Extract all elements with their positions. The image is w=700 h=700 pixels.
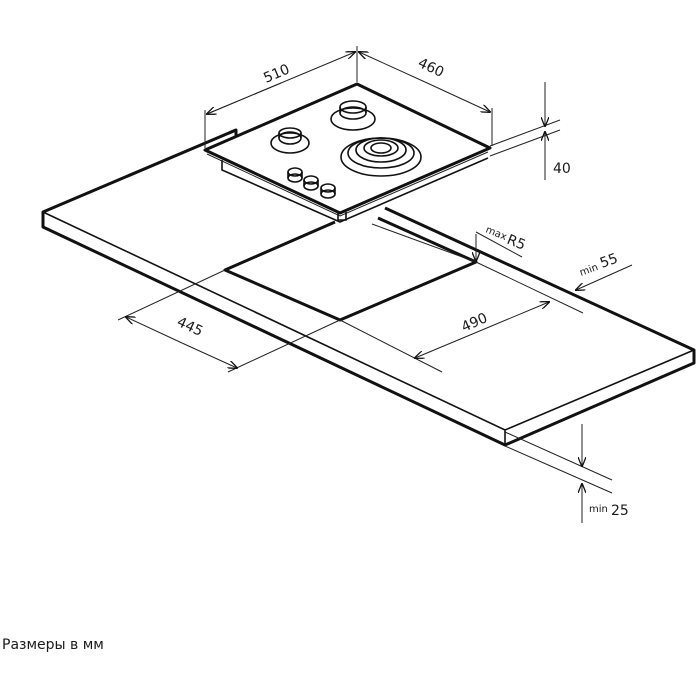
burner-wok bbox=[340, 137, 422, 177]
label-460: 460 bbox=[415, 55, 446, 81]
dimension-hob-depth: 460 bbox=[359, 52, 493, 146]
label-55: 55 bbox=[598, 251, 620, 272]
burner-small bbox=[270, 127, 310, 154]
label-510: 510 bbox=[261, 62, 292, 87]
dimension-hob-height: 40 bbox=[489, 82, 571, 180]
gas-hob bbox=[203, 82, 492, 223]
label-max: max bbox=[484, 225, 508, 243]
dimension-edge-distance: min 55 bbox=[576, 251, 633, 290]
countertop bbox=[41, 128, 696, 447]
dimension-cutout-width: 445 bbox=[117, 269, 341, 373]
label-25: 25 bbox=[611, 503, 629, 519]
label-40: 40 bbox=[553, 161, 571, 177]
units-caption: Размеры в мм bbox=[2, 637, 104, 653]
label-min: min bbox=[578, 262, 599, 279]
label-445: 445 bbox=[174, 314, 205, 340]
dimension-countertop-thickness: min 25 bbox=[504, 424, 629, 523]
label-min-25-prefix: min bbox=[589, 504, 608, 515]
dimension-cutout-depth: 490 bbox=[339, 261, 584, 373]
control-knobs bbox=[287, 167, 336, 199]
label-490: 490 bbox=[459, 310, 490, 335]
label-r5: R5 bbox=[505, 232, 528, 254]
dimension-corner-radius: max R5 bbox=[476, 225, 528, 261]
burner-medium bbox=[330, 100, 376, 131]
